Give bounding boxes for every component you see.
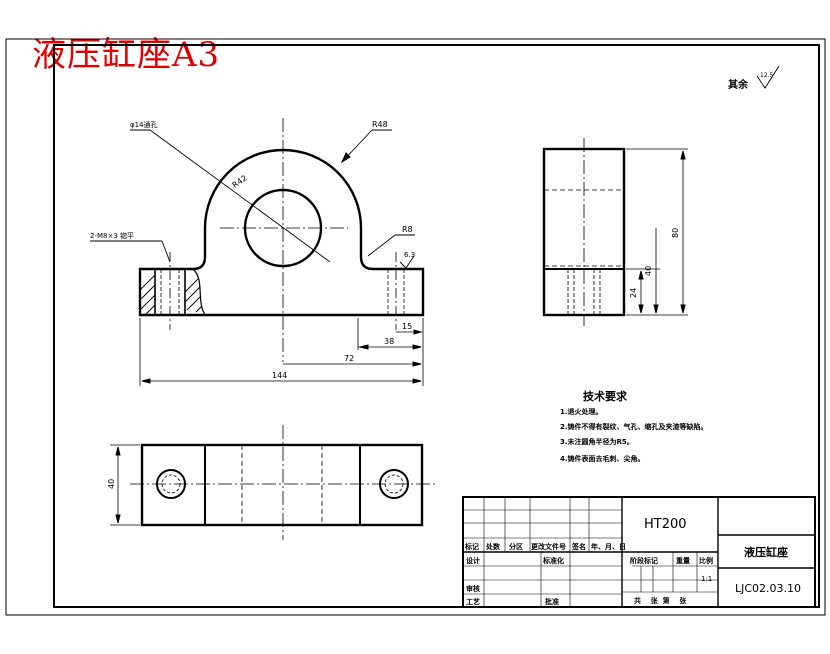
top-hole-left [156,469,186,499]
dim-24: 24 [629,288,638,298]
row-header-signature: 签名 [571,542,586,551]
tech-item: 4.铸件表面去毛刺、尖角。 [560,454,645,463]
row-header-zone: 分区 [509,542,523,551]
label-stage-mark: 阶段标记 [630,556,658,565]
row-header-count: 处数 [485,542,501,551]
tech-title: 技术要求 [583,389,628,403]
label-weight: 重量 [676,556,690,565]
dim-15: 15 [402,322,412,331]
side-view [542,138,688,326]
drawing-frame [53,44,820,608]
section-hatching [139,274,203,316]
front-outline [138,148,425,317]
label-review: 审核 [466,584,480,593]
row-header-mark: 标记 [464,542,479,551]
part-name-value: 液压缸座 [744,545,788,559]
tech-item: 2.铸件不得有裂纹、气孔、缩孔及夹渣等缺陷。 [560,422,708,431]
row-header-date: 年、月、日 [591,542,626,551]
dim-hole-note: φ14通孔 [130,120,158,129]
sheet-label: 液压缸座A3 [32,35,221,75]
dim-r42: R42 [231,173,249,189]
top-outline [140,443,424,527]
drawing-number-value: LJC02.03.10 [735,582,801,595]
dim-72: 72 [344,354,354,363]
row-header-docno: 更改文件号 [531,542,566,551]
tech-item: 1.退火处理。 [560,407,603,416]
front-view [90,118,425,386]
dim-80: 80 [671,228,680,238]
label-sheets: 共 张 第 张 [634,596,687,605]
dim-40-top: 40 [107,479,116,489]
title-block [462,496,816,608]
dim-40-side: 40 [644,266,653,276]
roughness-symbol [756,65,780,89]
material-value: HT200 [644,517,687,532]
dim-38: 38 [384,337,394,346]
scale-value: 1:1 [701,575,712,583]
tech-requirements: 技术要求 1.退火处理。 2.铸件不得有裂纹、气孔、缩孔及夹渣等缺陷。 3.未注… [560,389,708,463]
outer-frame [5,38,826,616]
front-bore [243,188,323,268]
label-approve: 批准 [545,597,559,606]
dim-roughness-right: 6.3 [404,251,415,259]
dim-r48: R48 [372,120,388,129]
dim-r8: R8 [402,225,413,234]
top-hole-right [379,469,409,499]
tech-item: 3.未注圆角半径为R5。 [560,437,634,446]
roughness-value: 12.5 [760,72,774,79]
label-process: 工艺 [466,597,480,606]
label-design: 设计 [466,556,480,565]
top-view [110,425,435,540]
roughness-label: 其余 [728,78,749,91]
label-standardization: 标准化 [542,556,564,565]
dim-144: 144 [272,371,287,380]
label-scale: 比例 [699,556,713,565]
dim-thread-note: 2-M8×3 锪平 [90,231,134,240]
